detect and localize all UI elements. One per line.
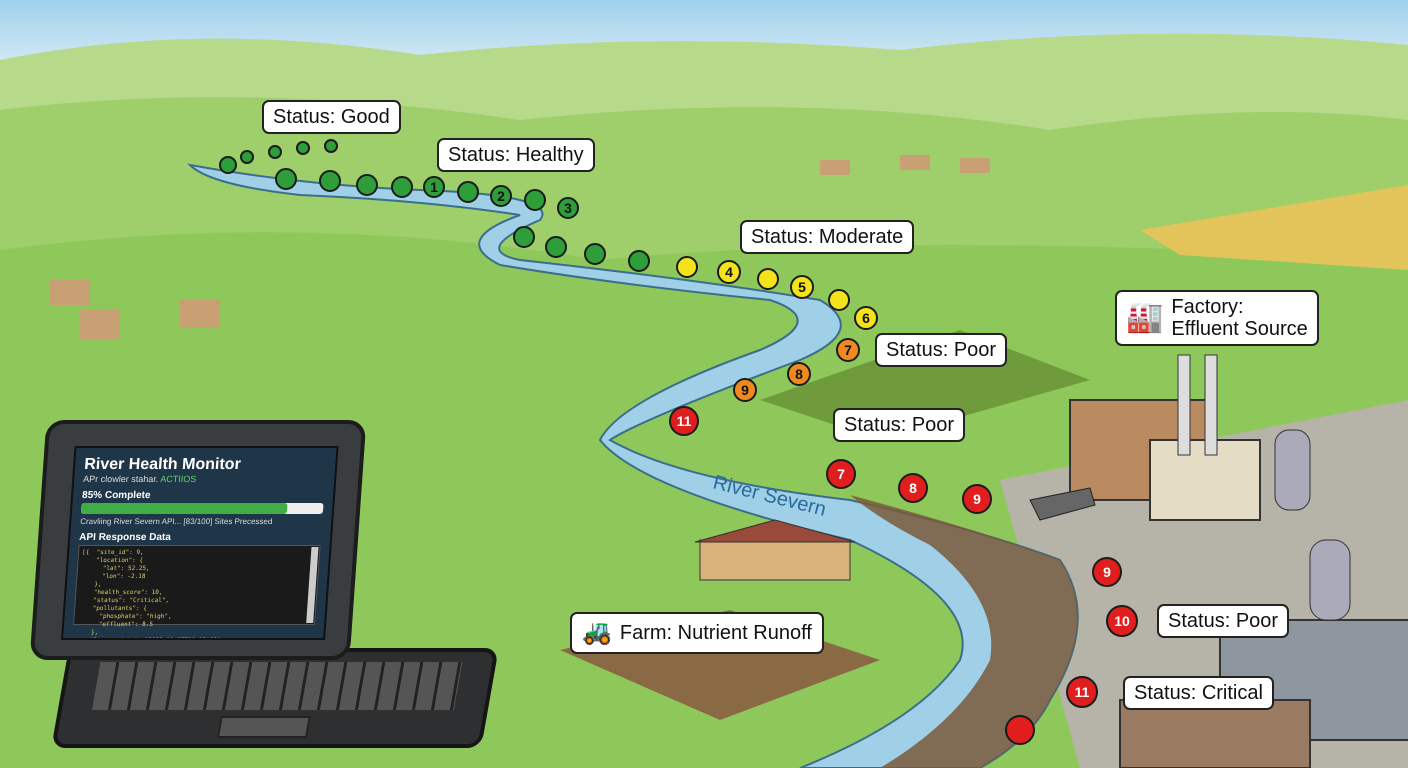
crawler-status: APr clowler stahar. ACTIIOS [83,474,326,484]
marker-good[interactable] [356,174,378,196]
marker-good[interactable] [240,150,254,164]
app-title: River Health Monitor [83,456,242,473]
marker-good[interactable] [628,250,650,272]
laptop-keyboard [51,648,499,748]
crawler-status-label: APr clowler stahar. [82,474,159,484]
marker-critical[interactable]: 9 [1092,557,1122,587]
factory-label-line2: Effluent Source [1171,318,1308,340]
marker-critical[interactable]: 9 [962,484,992,514]
marker-good[interactable]: 2 [490,185,512,207]
factory [1029,354,1311,521]
marker-poor[interactable]: 7 [836,338,860,362]
touchpad [216,716,311,738]
marker-good[interactable] [513,226,535,248]
marker-good[interactable] [324,139,338,153]
scrollbar[interactable] [306,547,319,623]
progress-label: 85% Complete [81,490,151,501]
crawl-status-text: Cravliing River Severn API... [83/100] S… [79,517,273,526]
marker-good[interactable] [457,181,479,203]
status-label-poor: Status: Poor [833,408,966,442]
marker-critical[interactable]: 11 [669,406,699,436]
marker-critical[interactable] [1005,715,1035,745]
rugged-laptop: River Health Monitor APr clowler stahar.… [29,420,367,660]
crawler-status-value: ACTIIOS [159,474,197,484]
marker-moderate[interactable] [676,256,698,278]
marker-good[interactable] [391,176,413,198]
status-label-critical: Status: Critical [1123,676,1274,710]
marker-good[interactable] [296,141,310,155]
tractor-icon: 🚜 [582,619,612,646]
marker-moderate[interactable] [828,289,850,311]
marker-moderate[interactable]: 4 [717,260,741,284]
api-response-json: [{ "site_id": 9, "location": { "lat": 52… [81,549,221,640]
village-left [50,280,220,340]
keyboard-keys [91,662,463,710]
marker-good[interactable] [545,236,567,258]
marker-good[interactable]: 3 [557,197,579,219]
polluted-river [850,495,1078,768]
progress-bar [80,503,324,514]
laptop-screen: River Health Monitor APr clowler stahar.… [61,446,339,640]
marker-poor[interactable]: 8 [787,362,811,386]
status-label-good: Status: Good [262,100,401,134]
api-response-panel[interactable]: [{ "site_id": 9, "location": { "lat": 52… [73,545,321,640]
progress-fill [80,503,288,514]
village-right [820,155,990,175]
wheat-field [1140,185,1408,270]
marker-good[interactable] [219,156,237,174]
marker-good[interactable] [319,170,341,192]
marker-moderate[interactable] [757,268,779,290]
factory-icon: 🏭 [1126,301,1164,334]
marker-moderate[interactable]: 5 [790,275,814,299]
marker-good[interactable]: 1 [423,176,445,198]
marker-critical[interactable]: 7 [826,459,856,489]
farm-barn [694,519,856,581]
farm-source-label: 🚜 Farm: Nutrient Runoff [570,612,824,654]
status-label-healthy: Status: Healthy [437,138,595,172]
marker-poor[interactable]: 9 [733,378,757,402]
marker-critical[interactable]: 10 [1106,605,1138,637]
farm-label-text: Farm: Nutrient Runoff [619,622,812,644]
api-response-heading: API Response Data [78,532,172,543]
marker-critical[interactable]: 11 [1066,676,1098,708]
marker-good[interactable] [584,243,606,265]
status-label-poor: Status: Poor [1157,604,1290,638]
marker-good[interactable] [524,189,546,211]
marker-moderate[interactable]: 6 [854,306,878,330]
marker-critical[interactable]: 8 [898,473,928,503]
status-label-moderate: Status: Moderate [740,220,915,254]
status-label-poor: Status: Poor [875,333,1008,367]
marker-good[interactable] [275,168,297,190]
marker-good[interactable] [268,145,282,159]
factory-label-line1: Factory: [1171,296,1244,318]
factory-source-label: 🏭 Factory:Effluent Source [1115,290,1319,346]
